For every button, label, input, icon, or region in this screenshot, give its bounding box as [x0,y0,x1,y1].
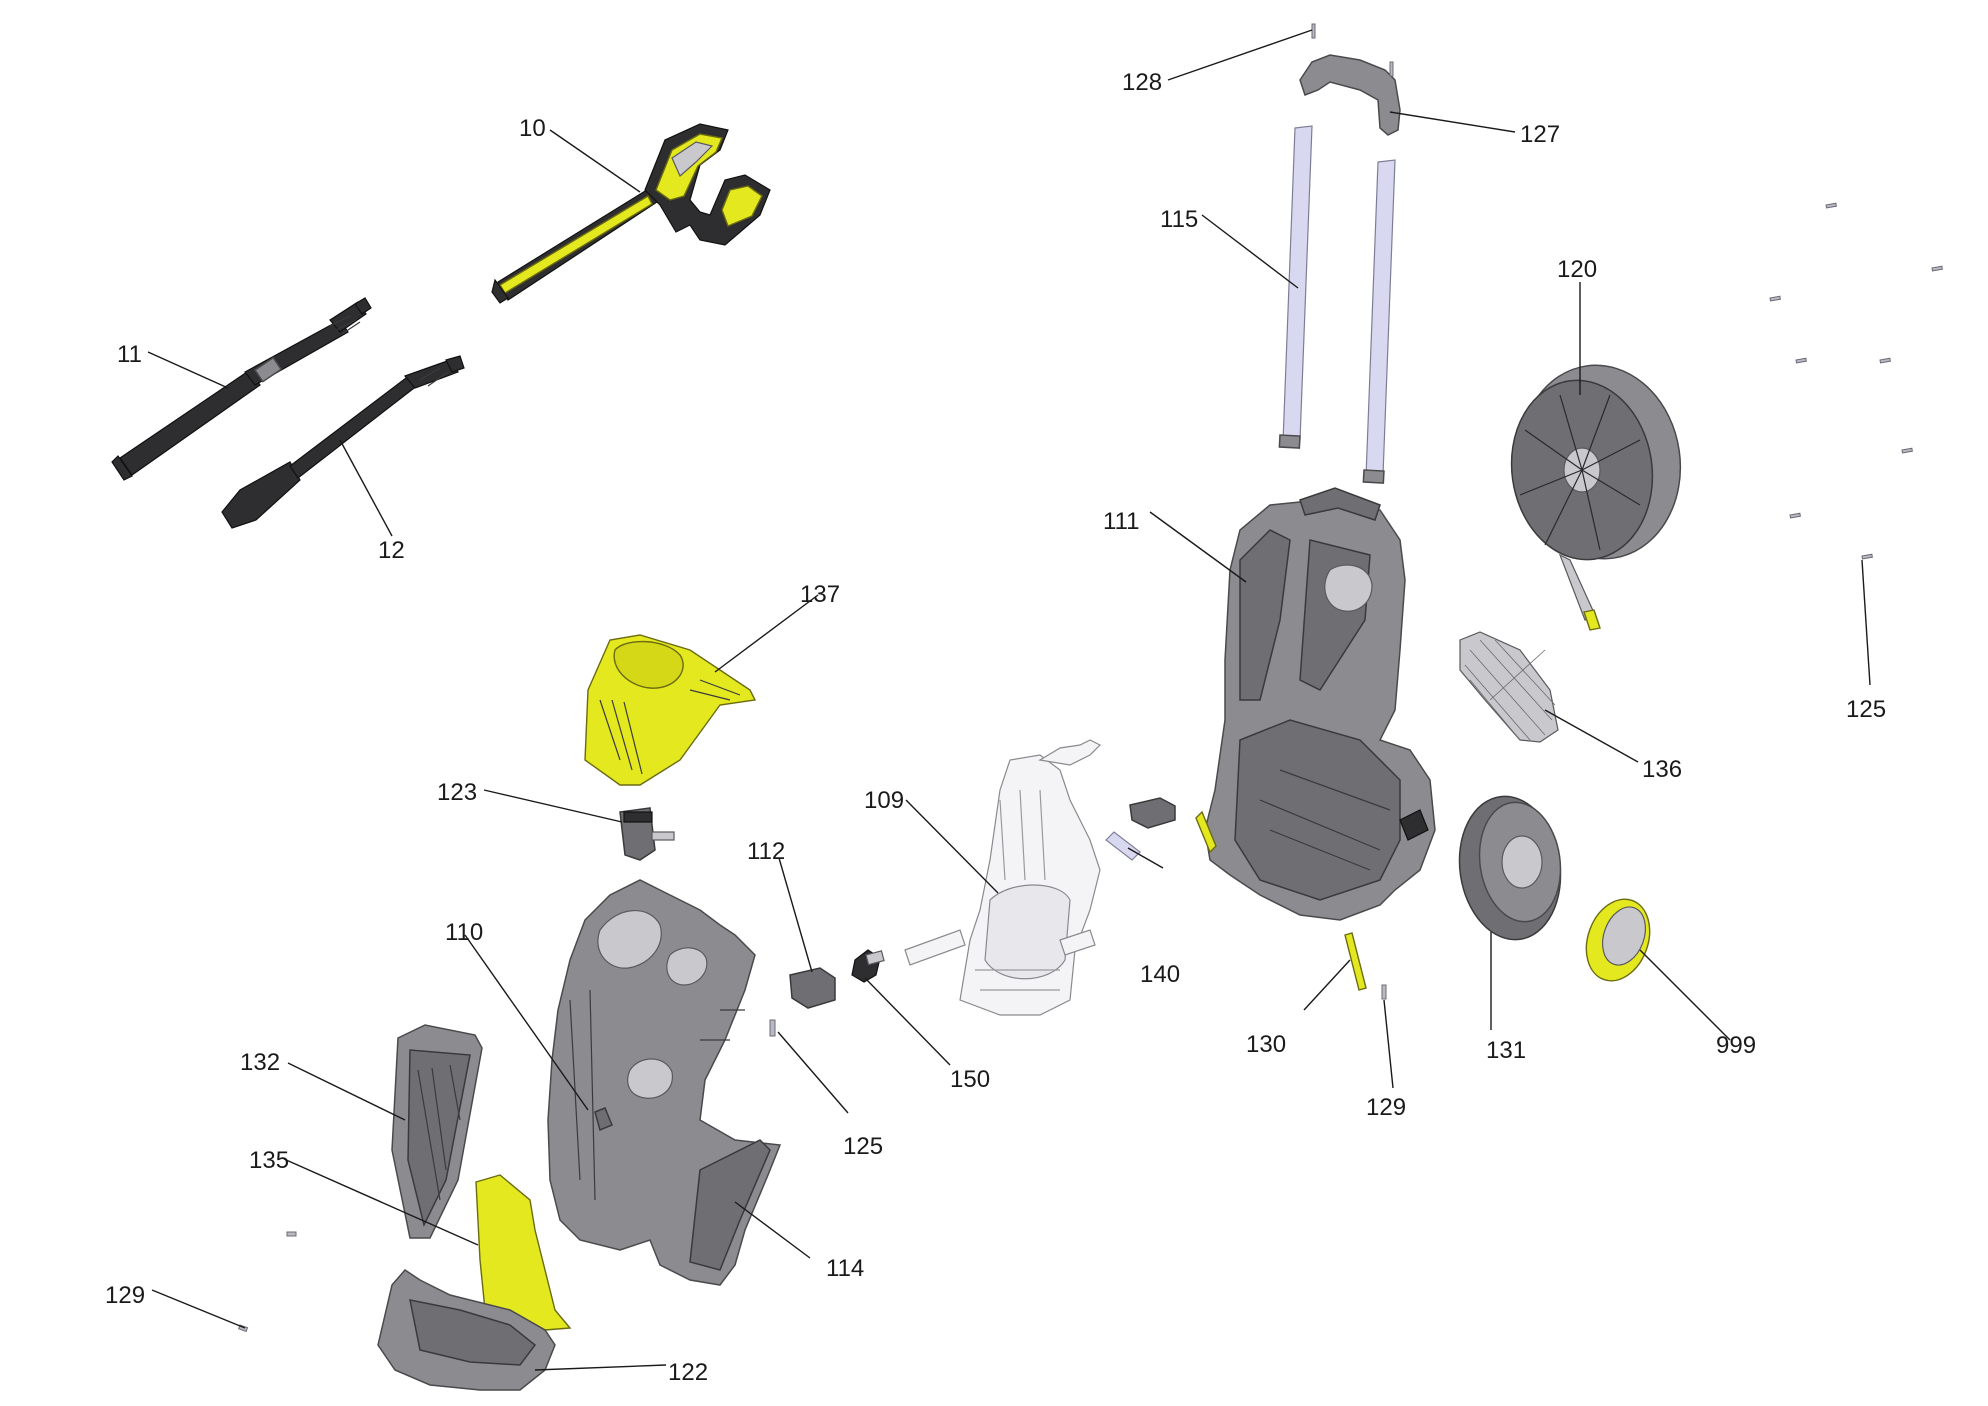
callout-11: 11 [117,341,142,368]
part-switch-block [1129,797,1176,829]
part-storage-panel [391,1024,483,1239]
part-screw-128 [1311,23,1316,39]
part-screw-set-right [1769,202,1943,560]
callout-140: 140 [1140,961,1180,988]
part-small-block [789,967,836,1009]
part-dirt-blaster-lance [221,355,465,529]
leader-lines [147,29,1871,1371]
part-carry-handle [1299,54,1401,136]
part-axle-screw [1344,932,1367,991]
callout-128: 128 [1122,69,1162,96]
part-pump [904,739,1102,1016]
part-screw-129-right [1381,984,1387,1000]
part-screw-small-left [286,1231,297,1237]
callout-123: 123 [437,779,477,806]
callout-125-right: 125 [1846,696,1886,723]
callout-130: 130 [1246,1031,1286,1058]
callout-127: 127 [1520,121,1560,148]
callout-115: 115 [1160,206,1198,233]
part-bottom-plate [377,1269,556,1391]
part-yellow-cover [475,1174,572,1331]
callout-120: 120 [1557,256,1597,283]
callout-111: 111 [1103,508,1139,535]
callout-129-right: 129 [1366,1094,1406,1121]
callout-999: 999 [1716,1032,1756,1059]
callout-150: 150 [950,1066,990,1093]
part-rear-housing [1195,487,1436,921]
part-trigger-gun [491,123,771,304]
part-small-rod [1105,831,1141,861]
callout-122: 122 [668,1359,708,1386]
part-accessory-holder [584,634,757,786]
callout-10: 10 [519,115,546,142]
callout-labels: 10 11 12 137 123 110 112 109 111 140 150… [105,69,1886,1386]
callout-125-center: 125 [843,1133,883,1160]
callout-114: 114 [826,1255,864,1282]
part-fitting [851,949,885,983]
part-front-housing [547,879,782,1286]
part-hose-connector [619,807,675,861]
callout-132: 132 [240,1049,280,1076]
callout-135: 135 [249,1147,289,1174]
part-hose-reel [1510,364,1682,631]
part-spray-lance-vario [111,297,372,481]
part-wheel-cap [1585,898,1651,982]
part-telescopic-tubes [1278,125,1396,484]
part-screw-top [1389,61,1394,77]
callout-12: 12 [378,537,405,564]
callout-129-left: 129 [105,1282,145,1309]
part-small-pin-center [769,1019,776,1037]
callout-131: 131 [1486,1037,1526,1064]
callout-136: 136 [1642,756,1682,783]
part-filter-mesh [1459,631,1559,743]
part-wheel [1458,795,1562,941]
callout-109: 109 [864,787,904,814]
callout-137: 137 [800,581,840,608]
callout-112: 112 [747,838,785,865]
callout-110: 110 [445,919,483,946]
